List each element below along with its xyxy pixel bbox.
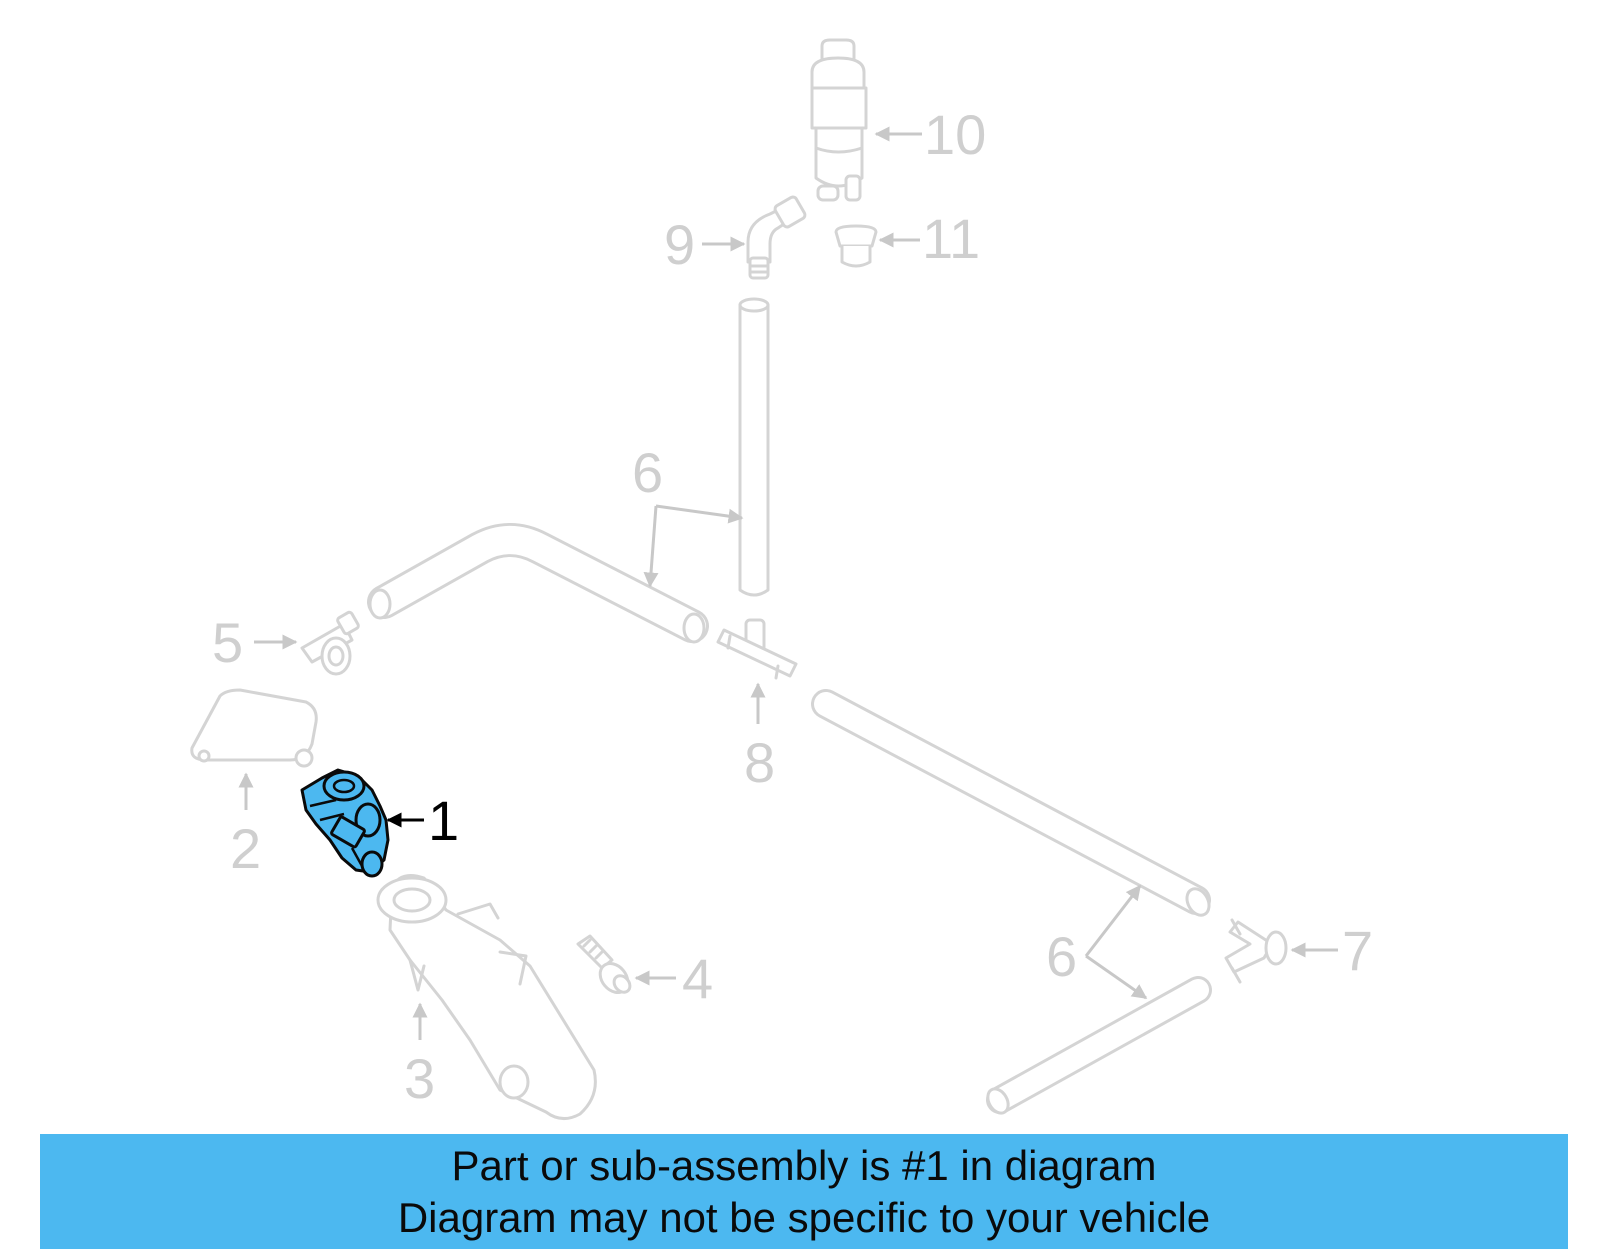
hose-vertical-part-6 xyxy=(738,297,770,597)
info-banner: Part or sub-assembly is #1 in diagram Di… xyxy=(40,1134,1568,1249)
callout-11: 11 xyxy=(878,207,980,270)
nozzle-holder-part-3 xyxy=(376,874,597,1120)
callout-6-lower: 6 xyxy=(1046,884,1148,1000)
hose-lower-part-6 xyxy=(986,976,1212,1115)
callout-1: 1 xyxy=(386,789,459,852)
callout-number-6-lower: 6 xyxy=(1046,925,1077,988)
callout-number-8: 8 xyxy=(744,731,775,794)
callout-number-11: 11 xyxy=(922,207,980,270)
cover-cap-part-2 xyxy=(190,688,318,768)
callout-number-1: 1 xyxy=(428,789,459,852)
callout-2: 2 xyxy=(230,772,261,880)
screw-part-4 xyxy=(576,934,632,994)
grommet-part-11 xyxy=(834,224,878,268)
callout-9: 9 xyxy=(664,213,746,276)
banner-line-2: Diagram may not be specific to your vehi… xyxy=(397,1194,1211,1241)
washer-pump-part-10 xyxy=(810,38,868,202)
callout-10: 10 xyxy=(874,103,986,166)
callout-6-upper: 6 xyxy=(632,441,744,588)
callout-8: 8 xyxy=(744,682,775,794)
callout-3: 3 xyxy=(404,1002,435,1110)
callout-number-6-upper: 6 xyxy=(632,441,663,504)
callout-number-9: 9 xyxy=(664,213,695,276)
callout-number-5: 5 xyxy=(212,611,243,674)
connector-part-5 xyxy=(300,610,360,676)
elbow-connector-part-7 xyxy=(1224,918,1288,984)
callout-number-4: 4 xyxy=(682,947,713,1010)
elbow-connector-part-9 xyxy=(746,195,807,280)
t-connector-part-8 xyxy=(716,618,798,680)
washer-nozzle-part-1-highlighted[interactable] xyxy=(300,768,390,878)
callout-number-10: 10 xyxy=(924,103,986,166)
callout-4: 4 xyxy=(634,947,713,1010)
banner-line-1: Part or sub-assembly is #1 in diagram xyxy=(451,1142,1157,1189)
callout-number-3: 3 xyxy=(404,1047,435,1110)
hose-diagonal-part-6 xyxy=(811,689,1211,917)
callout-7: 7 xyxy=(1290,919,1373,982)
callout-number-2: 2 xyxy=(230,817,261,880)
callout-number-7: 7 xyxy=(1342,919,1373,982)
callout-5: 5 xyxy=(212,611,298,674)
hose-curved-part-6 xyxy=(367,523,709,644)
